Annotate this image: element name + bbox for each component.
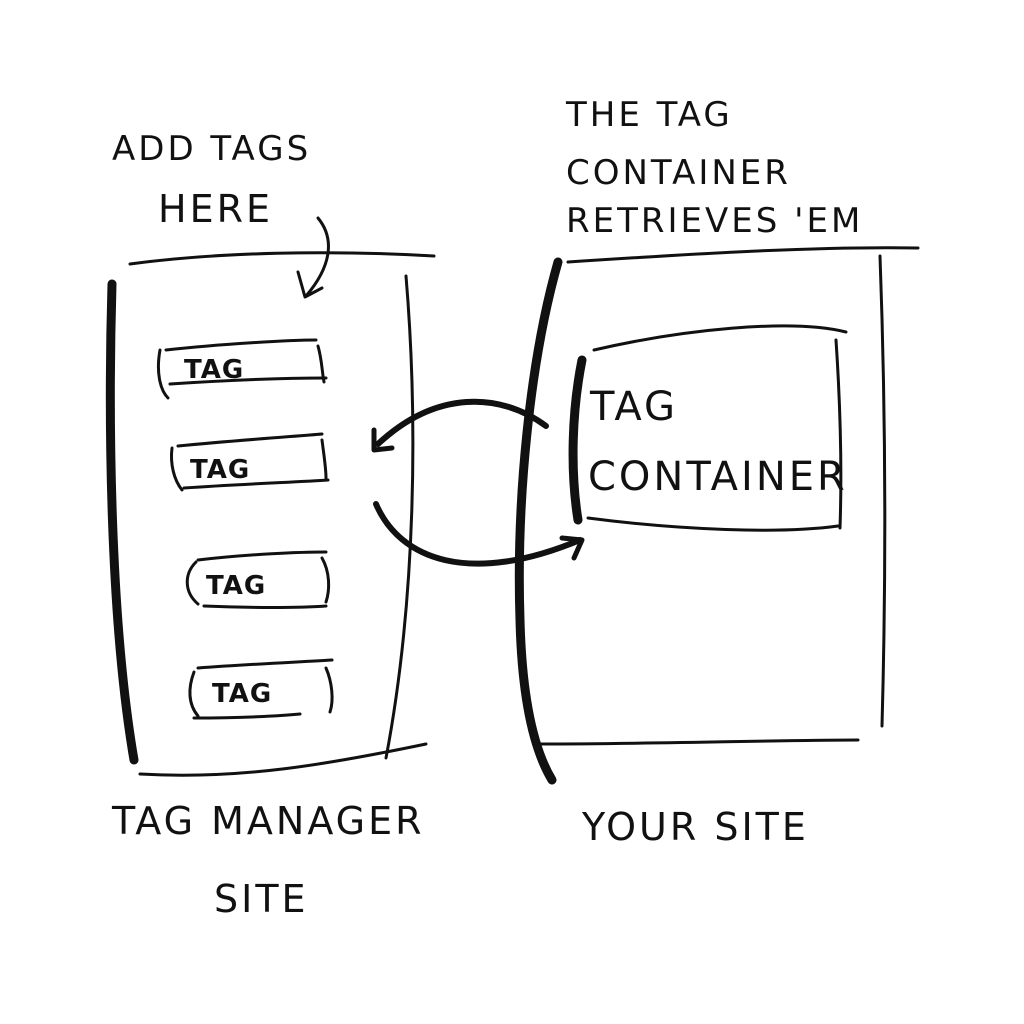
tag-item-label: TAG [206, 571, 266, 601]
tag-item: TAG [156, 338, 328, 400]
tag-container-line1: TAG [589, 384, 678, 430]
retrieves-note-line3: RETRIEVES 'EM [566, 201, 863, 241]
add-tags-note-line2: HERE [158, 187, 273, 231]
tag-item-label: TAG [190, 455, 250, 485]
retrieves-note-line2: CONTAINER [566, 153, 791, 193]
tag-container-line2: CONTAINER [588, 454, 848, 500]
tag-item: TAG [185, 550, 331, 609]
tag-item-label: TAG [212, 679, 272, 709]
retrieves-note: THE TAG CONTAINER RETRIEVES 'EM [565, 95, 863, 241]
retrieve-loop-arrow [371, 398, 585, 567]
tag-manager-panel [105, 251, 436, 777]
tag-manager-label-line1: TAG MANAGER [111, 799, 425, 843]
tag-item: TAG [188, 658, 334, 720]
your-site-panel [538, 246, 920, 746]
tag-manager-label-line2: SITE [214, 877, 309, 921]
tag-container: TAG CONTAINER [568, 324, 848, 532]
retrieves-note-line1: THE TAG [565, 95, 733, 135]
loop-vertical-stroke [514, 257, 563, 785]
tag-item-label: TAG [184, 355, 244, 385]
add-tags-note-line1: ADD TAGS [112, 129, 311, 169]
add-tags-arrow [296, 216, 330, 299]
your-site-label: YOUR SITE [581, 805, 809, 849]
tag-item: TAG [170, 432, 330, 492]
add-tags-note: ADD TAGS HERE [112, 129, 311, 231]
